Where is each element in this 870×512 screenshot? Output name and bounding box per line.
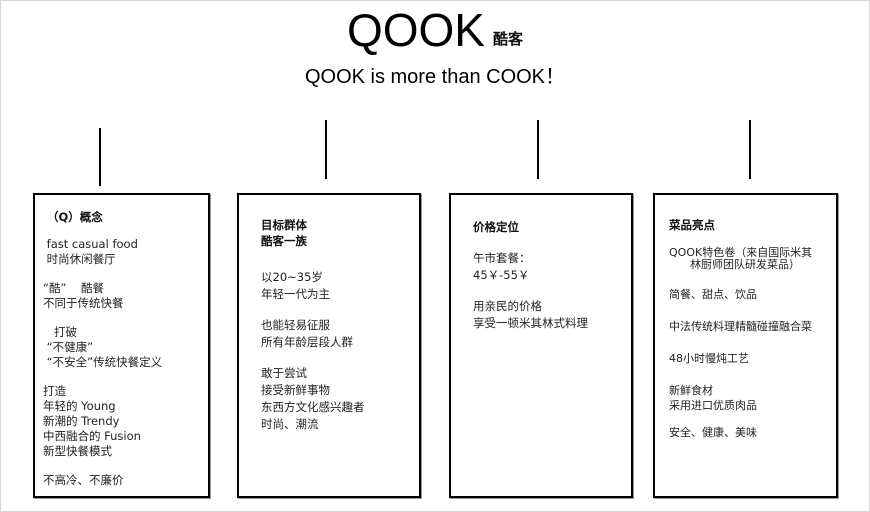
text-line: 时尚、潮流 <box>261 417 319 431</box>
text-line: 享受一顿米其林式料理 <box>473 316 588 330</box>
connector-line-concept <box>99 128 101 186</box>
text-line: fast casual food <box>43 237 138 251</box>
brand-title: QOOK 酷客 <box>0 3 870 57</box>
text-line: 打造 <box>43 384 66 398</box>
text-line: 接受新鲜事物 <box>261 383 330 397</box>
box-concept: （Q）概念 fast casual food 时尚休闲餐厅 “酷” 酷餐 不同于… <box>33 193 210 498</box>
text-line: 不同于传统快餐 <box>43 296 124 310</box>
text-line: 敢于尝试 <box>261 366 307 380</box>
box-subheading: 酷客一族 <box>261 234 307 248</box>
box-heading: （Q）概念 <box>47 210 103 224</box>
text-line: 东西方文化感兴趣者 <box>261 400 365 414</box>
text-line: 年轻的 Young <box>43 399 116 413</box>
text-line: 安全、健康、美味 <box>669 426 757 439</box>
box-dishes: 菜品亮点 QOOK特色卷（来自国际米其 林厨师团队研发菜品） 简餐、甜点、饮品 … <box>653 193 838 498</box>
text-line: 打破 <box>43 325 77 339</box>
text-line: 新型快餐模式 <box>43 444 112 458</box>
text-line: “不健康” <box>43 340 94 354</box>
text-line: 时尚休闲餐厅 <box>43 252 116 266</box>
text-line: 中西融合的 Fusion <box>43 429 141 443</box>
text-line: 采用进口优质肉品 <box>669 399 757 412</box>
connector-line-price <box>537 120 539 179</box>
text-line: 林厨师团队研发菜品） <box>669 258 800 271</box>
box-heading: 菜品亮点 <box>669 218 715 232</box>
brand-name-cn: 酷客 <box>493 30 524 48</box>
text-line: 简餐、甜点、饮品 <box>669 288 757 301</box>
box-heading: 价格定位 <box>473 220 519 234</box>
connector-line-target-group <box>325 120 327 179</box>
text-line: 不高冷、不廉价 <box>43 473 124 487</box>
text-line: 所有年龄层段人群 <box>261 335 353 349</box>
text-line: 新鲜食材 <box>669 384 713 397</box>
text-line: 48小时慢炖工艺 <box>669 352 749 365</box>
box-price: 价格定位 午市套餐： 45￥-55￥ 用亲民的价格 享受一顿米其林式料理 <box>449 193 633 498</box>
text-line: 以20~35岁 <box>261 270 323 284</box>
text-line: QOOK特色卷（来自国际米其 <box>669 246 813 259</box>
text-line: 45￥-55￥ <box>473 268 530 282</box>
text-line: 年轻一代为主 <box>261 287 330 301</box>
text-line: 午市套餐： <box>473 251 531 265</box>
connector-line-dishes <box>749 120 751 179</box>
box-heading: 目标群体 <box>261 218 307 232</box>
brand-name: QOOK <box>346 4 485 56</box>
text-line: 用亲民的价格 <box>473 299 542 313</box>
box-target-group: 目标群体 酷客一族 以20~35岁 年轻一代为主 也能轻易征服 所有年龄层段人群… <box>237 193 421 498</box>
text-line: 中法传统料理精髓碰撞融合菜 <box>669 320 812 333</box>
text-line: “不安全”传统快餐定义 <box>43 355 163 369</box>
text-line: 也能轻易征服 <box>261 318 330 332</box>
text-line: “酷” 酷餐 <box>43 281 105 295</box>
slogan: QOOK is more than COOK！ <box>304 66 566 88</box>
text-line: 新潮的 Trendy <box>43 414 120 428</box>
